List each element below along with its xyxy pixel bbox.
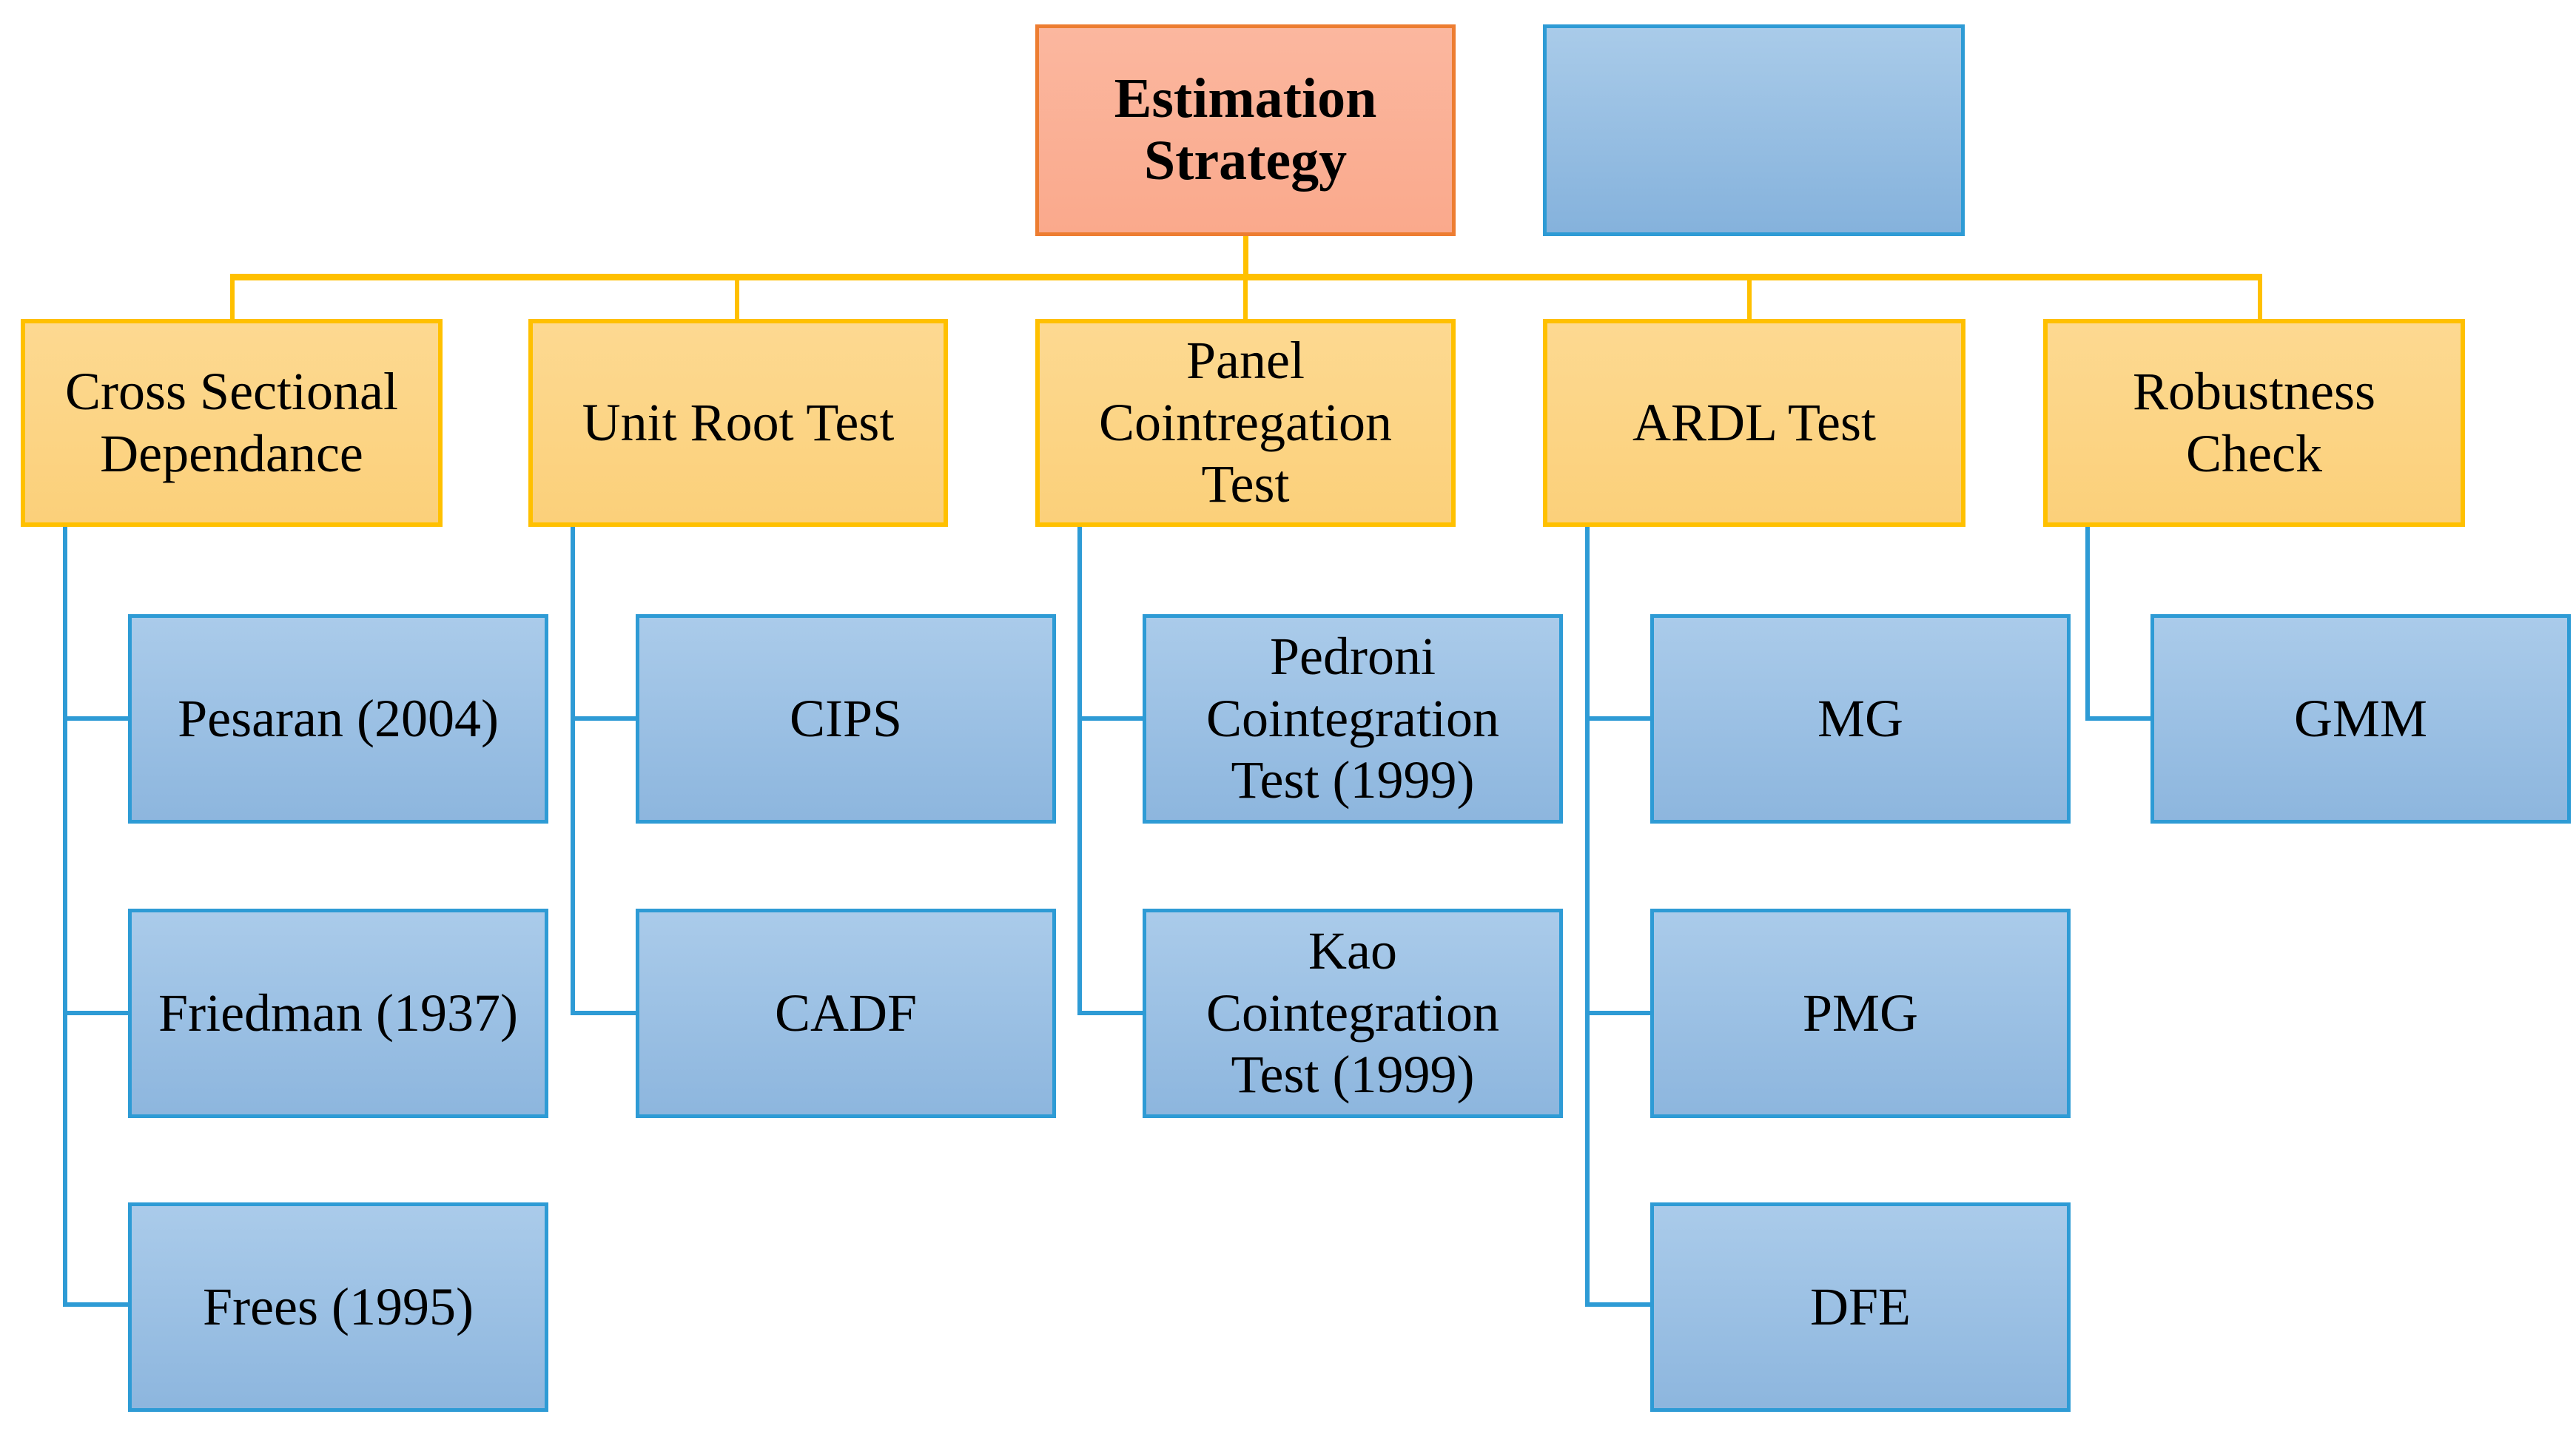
connector-col4-vertical [1585, 525, 1590, 1307]
leaf-label: PMG [1802, 983, 1919, 1043]
connector-col1-vertical [63, 525, 67, 1307]
branch-ardl-test: ARDL Test [1543, 319, 1965, 527]
connector-col4-stub-row3 [1585, 1302, 1653, 1307]
leaf-dfe: DFE [1650, 1202, 2071, 1412]
branch-cross-sectional-dependance: Cross Sectional Dependance [21, 319, 443, 527]
leaf-label: MG [1817, 688, 1903, 748]
connector-col1-stub-row2 [63, 1011, 131, 1015]
leaf-cips: CIPS [636, 614, 1056, 824]
leaf-label: GMM [2293, 688, 2428, 748]
branch-label: Panel Cointregation Test [1099, 331, 1392, 514]
leaf-pmg: PMG [1650, 909, 2071, 1118]
branch-label: Cross Sectional Dependance [65, 361, 398, 483]
connector-branch-drop-4 [1747, 277, 1752, 320]
branch-label: Robustness Check [2132, 361, 2376, 483]
leaf-mg: MG [1650, 614, 2071, 824]
branch-label: ARDL Test [1632, 392, 1876, 452]
connector-branch-drop-2 [735, 277, 739, 320]
leaf-label: Kao Cointegration Test (1999) [1206, 921, 1499, 1105]
leaf-frees-1995: Frees (1995) [128, 1202, 548, 1412]
connector-branch-drop-3 [1243, 277, 1248, 320]
connector-trunk [230, 274, 2262, 280]
connector-col2-vertical [571, 525, 575, 1015]
connector-branch-drop-5 [2258, 277, 2262, 320]
connector-col1-stub-row3 [63, 1302, 131, 1307]
leaf-gmm: GMM [2150, 614, 2571, 824]
connector-col3-vertical [1077, 525, 1082, 1015]
connector-root-drop [1243, 235, 1248, 277]
connector-col2-stub-row2 [571, 1011, 639, 1015]
leaf-label: Pesaran (2004) [178, 688, 499, 748]
leaf-friedman-1937: Friedman (1937) [128, 909, 548, 1118]
branch-label: Unit Root Test [582, 392, 895, 452]
leaf-label: CIPS [789, 688, 903, 748]
leaf-label: Pedroni Cointegration Test (1999) [1206, 627, 1499, 810]
leaf-label: Frees (1995) [203, 1276, 474, 1336]
connector-col5-stub-row1 [2085, 716, 2153, 721]
connector-col2-stub-row1 [571, 716, 639, 721]
connector-col3-stub-row2 [1077, 1011, 1146, 1015]
connector-col3-stub-row1 [1077, 716, 1146, 721]
leaf-cadf: CADF [636, 909, 1056, 1118]
connector-col4-stub-row2 [1585, 1011, 1653, 1015]
connector-col1-stub-row1 [63, 716, 131, 721]
leaf-pedroni-cointegration-test: Pedroni Cointegration Test (1999) [1143, 614, 1563, 824]
branch-unit-root-test: Unit Root Test [528, 319, 948, 527]
connector-branch-drop-1 [230, 277, 235, 320]
leaf-label: CADF [774, 983, 918, 1043]
leaf-label: DFE [1809, 1276, 1911, 1336]
leaf-label: Friedman (1937) [158, 983, 518, 1043]
leaf-pesaran-2004: Pesaran (2004) [128, 614, 548, 824]
connector-col5-vertical [2085, 525, 2090, 721]
root-label: Estimation Strategy [1114, 67, 1377, 192]
leaf-kao-cointegration-test: Kao Cointegration Test (1999) [1143, 909, 1563, 1118]
branch-panel-cointregation-test: Panel Cointregation Test [1035, 319, 1456, 527]
empty-placeholder-box [1543, 24, 1965, 236]
root-box-estimation-strategy: Estimation Strategy [1035, 24, 1456, 236]
connector-col4-stub-row1 [1585, 716, 1653, 721]
branch-robustness-check: Robustness Check [2043, 319, 2465, 527]
